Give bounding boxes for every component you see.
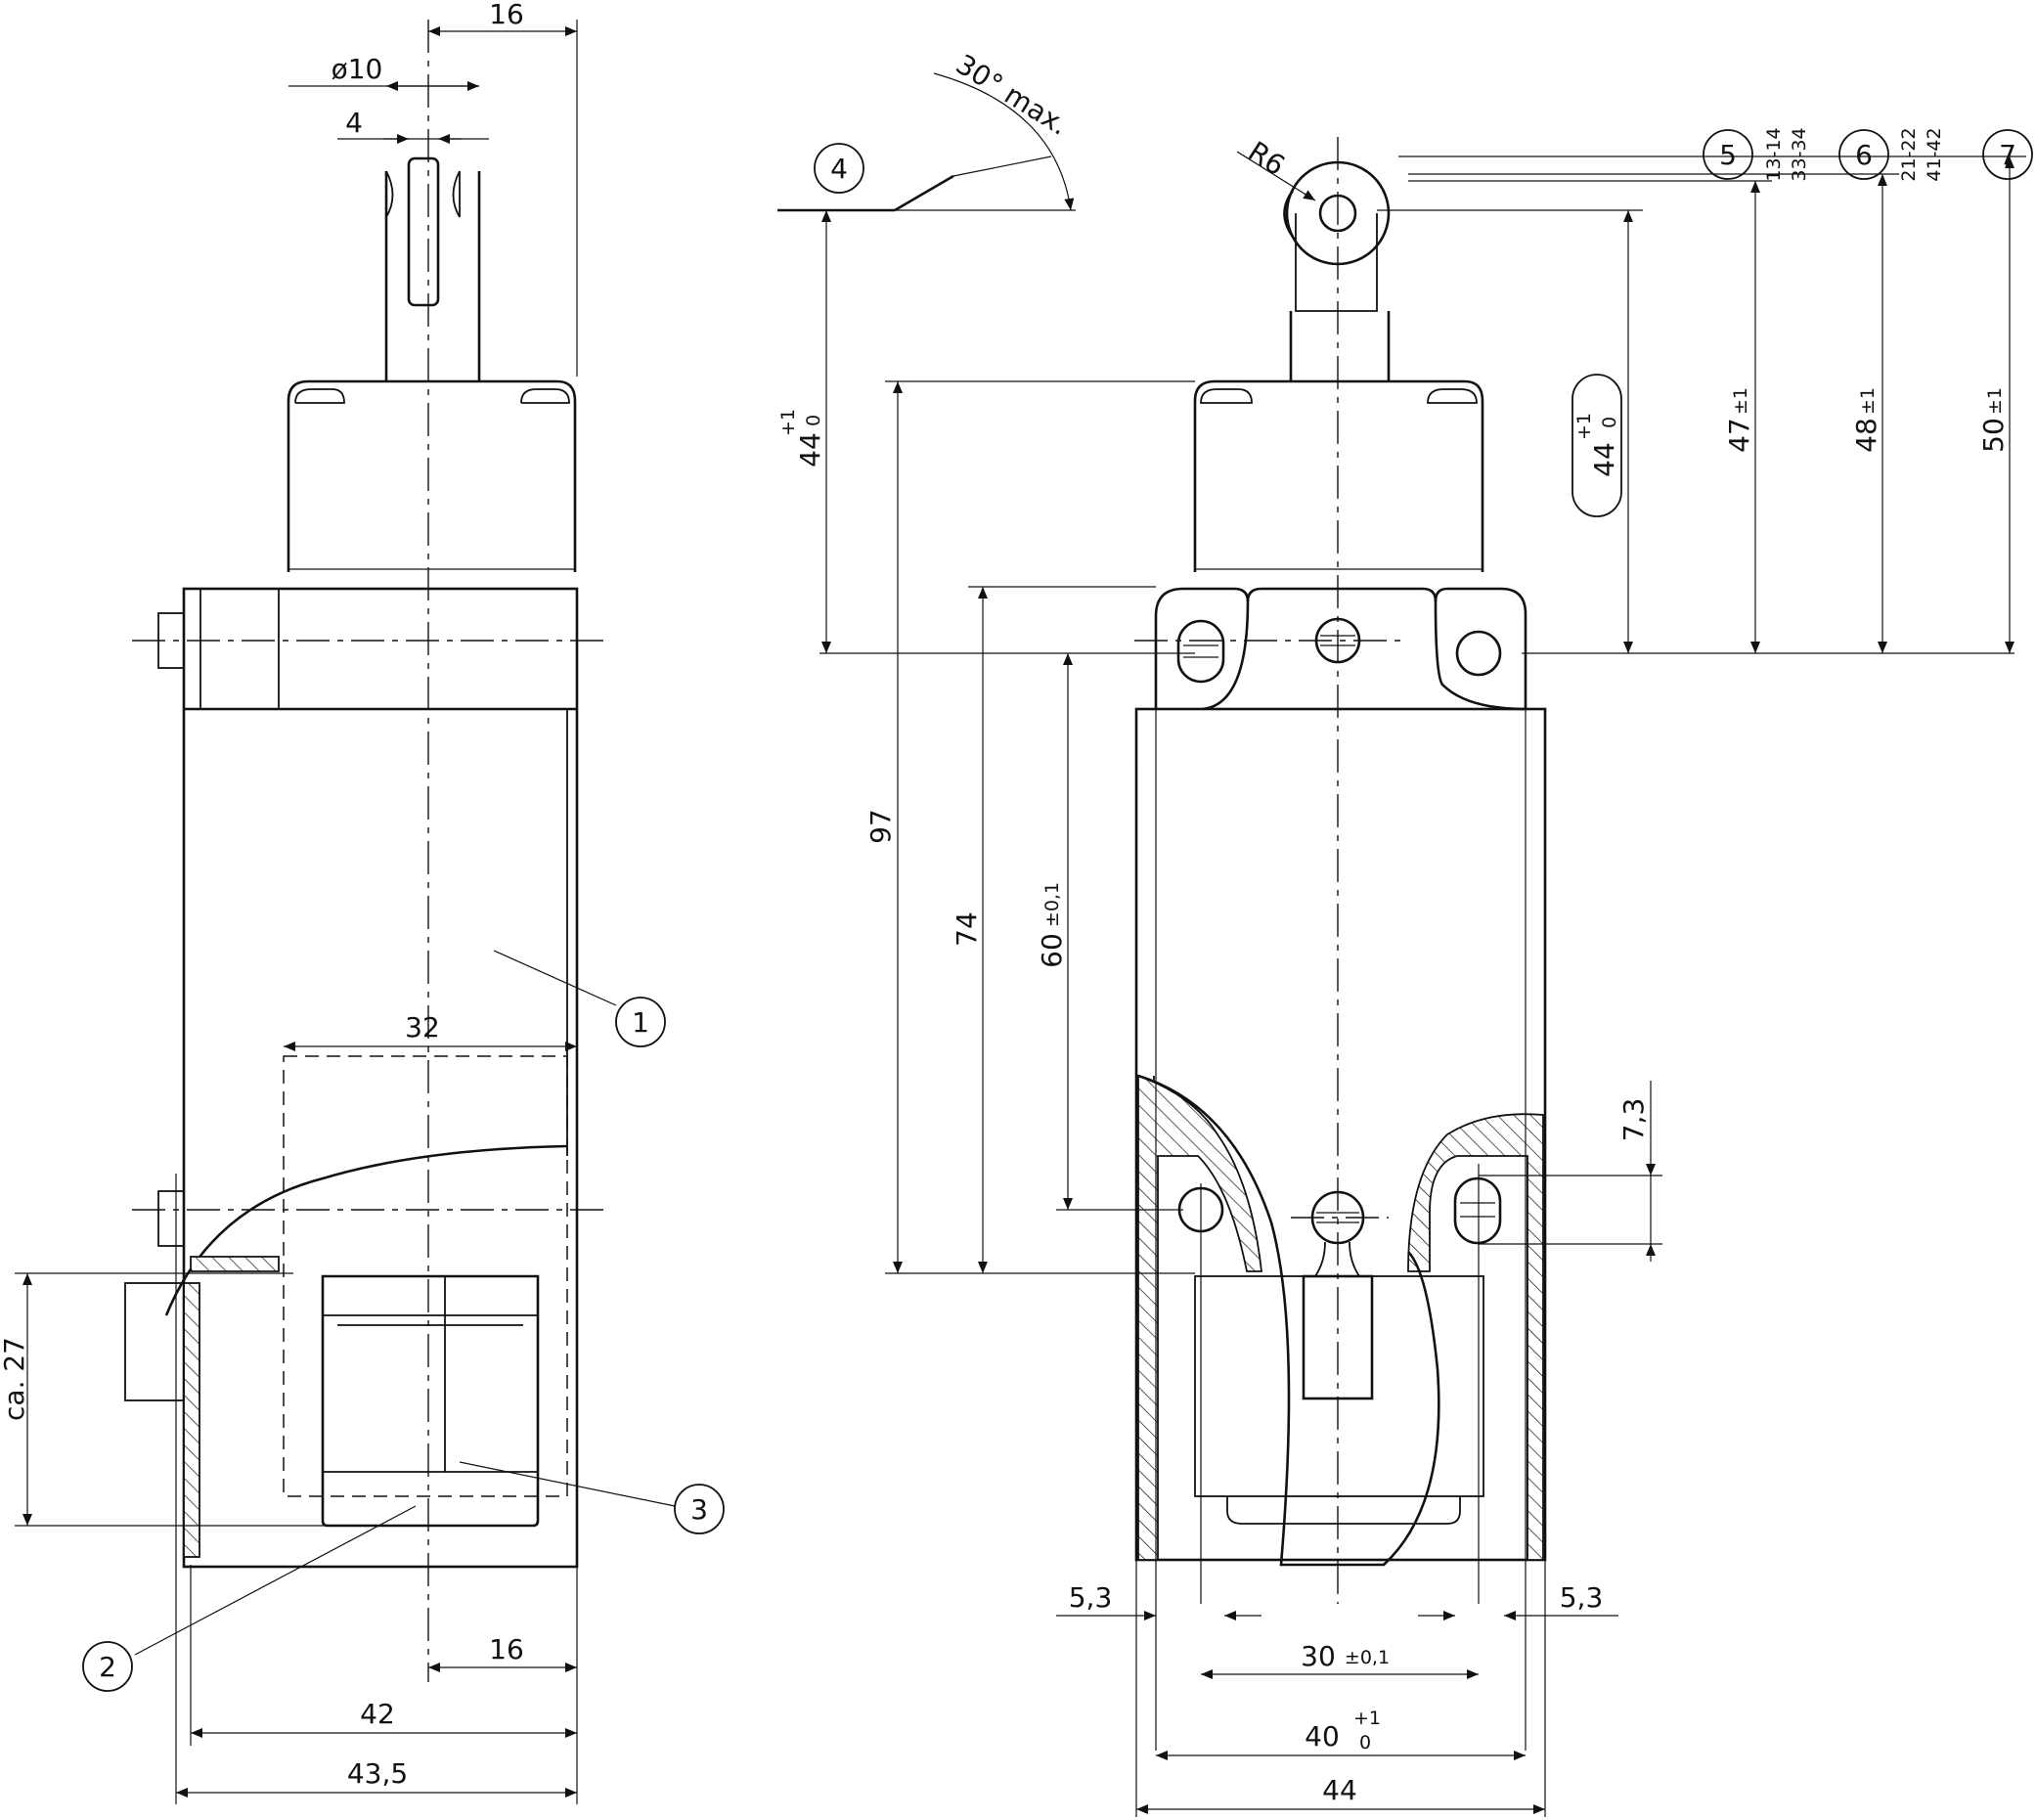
side-cable-stub	[124, 1282, 185, 1401]
dim-30-tol: ±0,1	[1345, 1647, 1390, 1668]
front-actuator-head	[1193, 379, 1484, 572]
dim-42-label: 42	[360, 1698, 395, 1730]
contacts-6-b: 41-42	[1924, 127, 1945, 181]
front-hatch-right	[1407, 1113, 1544, 1561]
dim-47-label: 47	[1723, 418, 1755, 453]
dim-32-label: 32	[405, 1011, 440, 1043]
front-head-screw-left	[1200, 388, 1253, 404]
dim-5-3-left-label: 5,3	[1069, 1581, 1113, 1614]
side-head-screw-left	[294, 388, 345, 404]
dim-50-tol: ±1	[1984, 387, 2006, 415]
dim-16-bottom-label: 16	[489, 1633, 524, 1665]
side-cutaway-curve	[164, 1144, 568, 1316]
callout-4-label: 4	[830, 153, 848, 185]
front-cutaway-curve	[1137, 1074, 1440, 1567]
callout-1-circle	[615, 997, 666, 1047]
front-slot-top-left	[1176, 619, 1225, 684]
side-hatch-strip	[183, 1282, 200, 1558]
dim-40-label: 40	[1305, 1720, 1340, 1753]
callout-1-label: 1	[632, 1006, 649, 1039]
side-view: 16 ø10 4 32 ca. 27 16 42 43,5 1	[0, 0, 725, 1804]
callout-6-label: 6	[1855, 139, 1873, 171]
dim-4-label: 4	[345, 107, 363, 139]
front-flange-right	[1434, 587, 1527, 711]
callout-7-circle	[1982, 129, 2033, 180]
side-housing	[182, 587, 579, 1569]
callout-2-label: 2	[99, 1651, 116, 1683]
dim-48-label: 48	[1850, 418, 1882, 453]
contacts-5-a: 13-14	[1763, 127, 1785, 181]
front-hatch-left	[1137, 1074, 1263, 1561]
callout-1-leader	[493, 950, 617, 1006]
front-cable-entry	[1194, 1275, 1484, 1497]
dim-44-left-tol-up: +1	[777, 409, 799, 436]
dim-44-bottom-label: 44	[1322, 1774, 1357, 1806]
angle-ray	[952, 155, 1052, 177]
side-cable-gland	[321, 1274, 540, 1528]
side-roller-flanges	[385, 170, 461, 218]
side-head-screw-right	[520, 388, 570, 404]
front-slot-bottom-right	[1453, 1176, 1502, 1245]
dim-40-tol-up: +1	[1353, 1708, 1381, 1729]
dim-44-box-label: 44	[1588, 442, 1620, 477]
dim-97-label: 97	[864, 809, 897, 844]
side-screw-bottom	[157, 1190, 185, 1247]
callout-4-circle	[814, 143, 864, 194]
side-hatch-section	[190, 1256, 280, 1272]
dim-47-tol: ±1	[1730, 387, 1751, 415]
dim-44-box-tol-low: 0	[1599, 417, 1620, 428]
dim-60-label: 60	[1036, 933, 1068, 968]
dim-50-label: 50	[1977, 418, 2010, 453]
contacts-6-a: 21-22	[1898, 127, 1920, 181]
side-roller	[407, 156, 440, 307]
dim-43-5-label: 43,5	[347, 1757, 408, 1790]
front-flange-left	[1154, 587, 1250, 711]
dim-5-3-right-label: 5,3	[1560, 1581, 1604, 1614]
dim-74-label: 74	[951, 911, 983, 947]
callout-5-label: 5	[1719, 139, 1737, 171]
dim-7-3-label: 7,3	[1617, 1098, 1650, 1142]
front-head-screw-right	[1427, 388, 1478, 404]
front-roller-rim	[1283, 190, 1295, 238]
dim-16-top-label: 16	[489, 0, 524, 30]
angle-arc	[933, 72, 1075, 211]
dim-d10-label: ø10	[332, 53, 383, 85]
front-flange-top	[1246, 587, 1438, 602]
callout-2-leader	[134, 1505, 417, 1656]
callout-3-circle	[674, 1484, 725, 1534]
callout-6-circle	[1838, 129, 1889, 180]
dim-30-label: 30	[1301, 1640, 1336, 1672]
r6-leader	[1236, 151, 1316, 201]
callout-5-circle	[1703, 129, 1753, 180]
r6-label: R6	[1243, 135, 1291, 182]
dim-44-left-label: 44	[794, 432, 826, 467]
callout-7-label: 7	[1999, 139, 2016, 171]
dim-44-box	[1571, 374, 1622, 517]
callout-2-circle	[82, 1641, 133, 1692]
side-hidden-gland	[283, 1055, 568, 1497]
front-cable-bottom	[1226, 1496, 1461, 1525]
side-actuator-head	[287, 379, 577, 572]
dim-40-tol-low: 0	[1359, 1732, 1371, 1753]
front-roller-arm	[1295, 213, 1378, 312]
dim-44-left-tol-low: 0	[803, 415, 824, 426]
callout-3-leader	[459, 1461, 676, 1507]
dim-44-box-tol-up: +1	[1573, 413, 1595, 440]
front-view: 30° max. 4 R6 44 +1 0 97 74 60 ±0,1 44 +…	[777, 48, 2033, 1817]
dim-48-tol: ±1	[1857, 387, 1879, 415]
angle-label: 30° max.	[951, 48, 1074, 142]
contacts-5-b: 33-34	[1789, 127, 1810, 181]
callout-3-label: 3	[690, 1493, 708, 1526]
dim-27-label: ca. 27	[0, 1337, 30, 1421]
front-hole-top-right	[1455, 630, 1502, 677]
dim-60-tol: ±0,1	[1041, 882, 1063, 927]
angle-ray-bold	[894, 174, 954, 212]
